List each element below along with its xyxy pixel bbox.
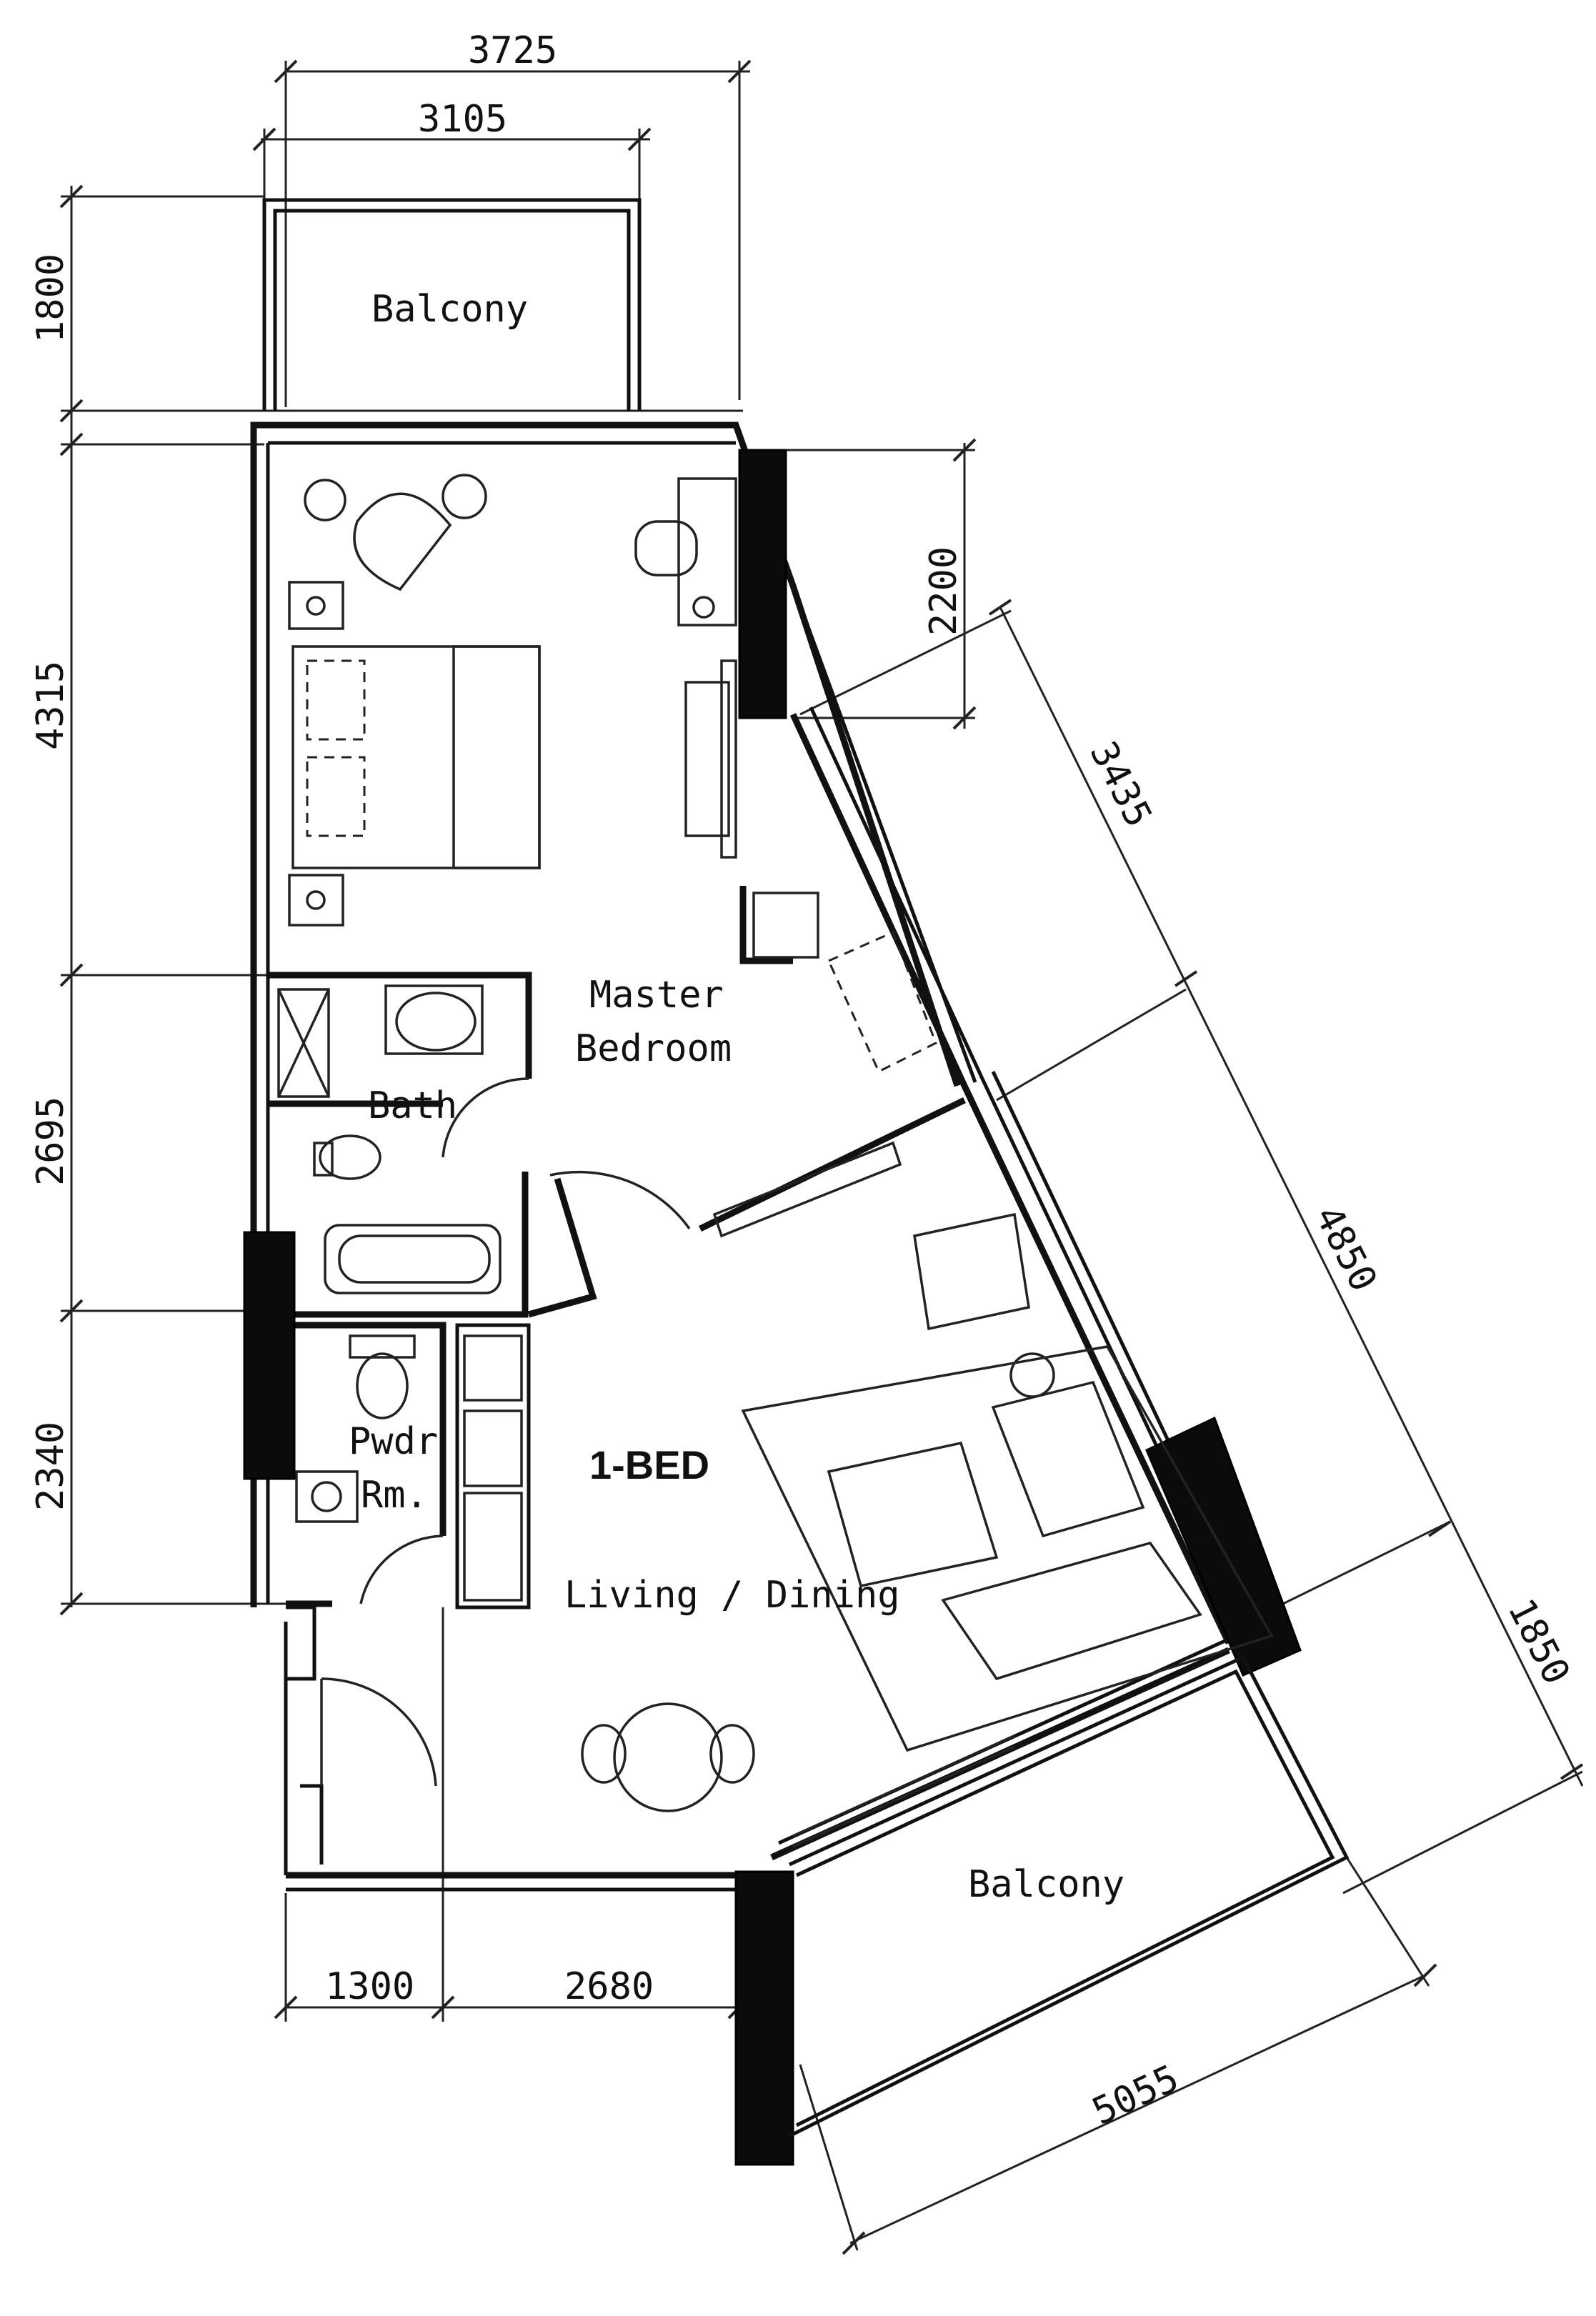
column-bottom xyxy=(734,1870,794,2166)
coffee-table xyxy=(827,1441,999,1588)
room-label-balcony-top: Balcony xyxy=(371,288,528,331)
rug xyxy=(741,1345,1274,1752)
living-armchair xyxy=(913,1212,1030,1331)
bathtub xyxy=(324,1224,502,1294)
bath-sink xyxy=(395,992,477,1052)
dim-diag-bedroom: 3435 xyxy=(1081,735,1159,834)
powder-toilet xyxy=(356,1352,409,1419)
dining-table xyxy=(613,1702,723,1812)
column-top-right xyxy=(738,449,787,719)
dim-bottom-entry: 1300 xyxy=(325,1965,414,2008)
dim-left-bedroom: 4315 xyxy=(29,661,72,750)
tv-unit xyxy=(684,681,730,837)
dimension-lines xyxy=(59,59,1584,2255)
room-label-bath: Bath xyxy=(368,1084,457,1127)
powder-sink xyxy=(295,1470,359,1523)
dim-left-balcony: 1800 xyxy=(29,254,72,343)
desk-chair xyxy=(634,520,698,576)
room-labels: Balcony Master Bedroom Bath Pwdr Rm. 1-B… xyxy=(349,288,1124,1906)
facade-wall xyxy=(789,713,1232,1644)
room-label-master-bedroom-2: Bedroom xyxy=(575,1027,732,1070)
dimension-labels: 3725 3105 1800 4315 2695 2340 2200 3435 … xyxy=(29,29,1578,2134)
furniture xyxy=(277,474,1274,1848)
doors xyxy=(320,1077,691,1787)
bedroom-door-swing xyxy=(549,1170,691,1230)
bath-door-swing xyxy=(442,1077,529,1158)
columns xyxy=(243,449,1302,2166)
top-balcony-rail xyxy=(262,198,642,411)
dim-bottom-living: 2680 xyxy=(564,1965,654,2008)
shower xyxy=(277,988,330,1098)
bottom-balcony-outline xyxy=(788,1654,1350,2138)
room-label-powder-2: Rm. xyxy=(361,1474,428,1517)
dim-top-outer: 3725 xyxy=(468,29,557,72)
sofa xyxy=(991,1380,1145,1538)
dim-top-inner: 3105 xyxy=(418,98,507,141)
room-label-powder-1: Pwdr xyxy=(349,1420,438,1463)
room-label-master-bedroom-1: Master xyxy=(589,974,724,1017)
room-label-living-dining: Living / Dining xyxy=(564,1574,900,1617)
bath-toilet xyxy=(319,1134,381,1180)
dim-bottom-balcony: 5055 xyxy=(1086,2057,1185,2133)
column-left xyxy=(243,1231,296,1480)
dim-left-bath: 2695 xyxy=(29,1097,72,1186)
dim-left-powder: 2340 xyxy=(29,1422,72,1511)
powder-door-swing xyxy=(359,1534,444,1604)
room-label-balcony-bottom: Balcony xyxy=(968,1863,1124,1906)
armchair xyxy=(353,492,452,592)
bath-wall xyxy=(268,972,532,1079)
dim-right-window: 2200 xyxy=(922,546,965,636)
unit-label: 1-BED xyxy=(589,1442,709,1487)
entry-door-swing xyxy=(321,1677,437,1787)
